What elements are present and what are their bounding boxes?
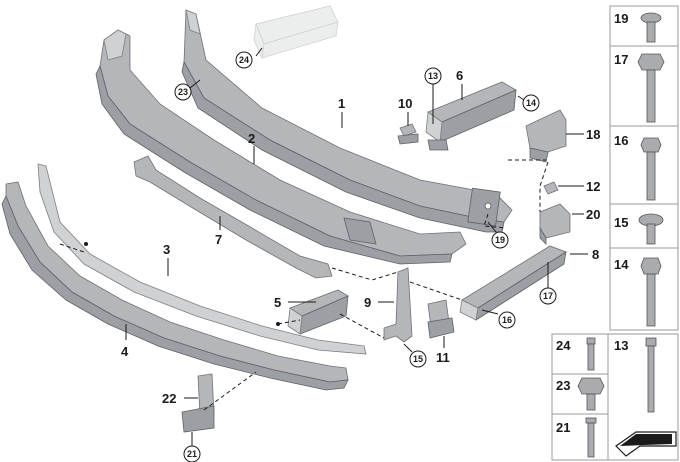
svg-text:24: 24 [239,55,249,65]
callout-14: 14 [522,94,540,112]
part-24-ghost-bracket [253,5,339,60]
callout-17: 17 [539,287,557,305]
part-6-mounting-box [425,81,517,151]
callout-8: 8 [592,247,599,262]
callout-7: 7 [215,232,222,247]
callout-21: 21 [183,445,201,462]
callout-20: 20 [586,207,600,222]
bolt-23-icon [577,377,605,411]
screw-19-icon [640,12,662,43]
callout-12: 12 [586,179,600,194]
callout-6: 6 [456,68,463,83]
part-4-lower-trim [1,181,349,391]
fastener-label-13: 13 [614,338,628,353]
svg-text:19: 19 [495,235,505,245]
part-1-bumper-carrier [181,9,513,233]
circled-callouts: 13 14 15 16 17 19 21 23 [174,51,557,462]
callout-2: 2 [248,131,255,146]
assembly-lines [59,159,549,411]
part-10-clip [397,123,419,145]
callout-23: 23 [174,83,192,101]
callout-1: 1 [338,96,345,111]
callout-16: 16 [498,311,516,329]
part-22-bracket [181,373,215,433]
part-9-bracket [383,267,413,343]
callout-5: 5 [274,295,281,310]
bolt-14-icon [640,257,662,327]
bolt-17-icon [637,53,665,123]
part-18-bracket [525,109,567,163]
part-3-trim-strip [37,163,367,355]
svg-text:14: 14 [526,98,536,108]
callout-11: 11 [436,350,450,365]
bolt-24-icon [586,337,596,371]
callout-15: 15 [409,350,427,368]
svg-text:13: 13 [428,71,438,81]
bolt-13-icon [645,337,657,413]
fastener-label-21: 21 [556,420,570,435]
callout-13: 13 [424,67,442,85]
callout-4: 4 [121,344,129,359]
callout-10: 10 [398,96,412,111]
callout-19: 19 [491,231,509,249]
part-5-bracket [287,289,349,335]
fastener-label-16: 16 [614,133,628,148]
part-11-block [427,299,455,339]
callout-24: 24 [235,51,253,69]
fastener-label-23: 23 [556,378,570,393]
fastener-label-15: 15 [614,215,628,230]
screw-21-icon [585,417,597,458]
part-8-rail [459,245,567,321]
fastener-panel: 19 17 16 15 14 24 23 21 13 [551,5,679,461]
part-12-clip [543,181,559,195]
svg-text:15: 15 [413,354,423,364]
orientation-arrow-icon [615,431,677,457]
screw-15-icon [638,213,664,245]
fastener-label-14: 14 [614,257,629,272]
bolt-16-icon [640,137,662,201]
fastener-label-17: 17 [614,52,628,67]
svg-text:23: 23 [178,87,188,97]
part-2-bumper-support [95,29,467,265]
fastener-label-19: 19 [614,11,628,26]
fastener-label-24: 24 [556,338,571,353]
callout-18: 18 [586,127,600,142]
part-7-air-guide-strip [133,155,333,279]
part-20-bracket [539,203,571,245]
svg-text:21: 21 [187,449,197,459]
leader-lines [125,47,588,446]
callout-3: 3 [163,242,170,257]
svg-text:16: 16 [502,315,512,325]
svg-text:17: 17 [543,291,553,301]
callout-9: 9 [364,295,371,310]
callout-labels: 1 2 3 4 5 6 7 8 9 10 11 12 18 20 22 [121,68,600,406]
callout-22: 22 [162,391,176,406]
